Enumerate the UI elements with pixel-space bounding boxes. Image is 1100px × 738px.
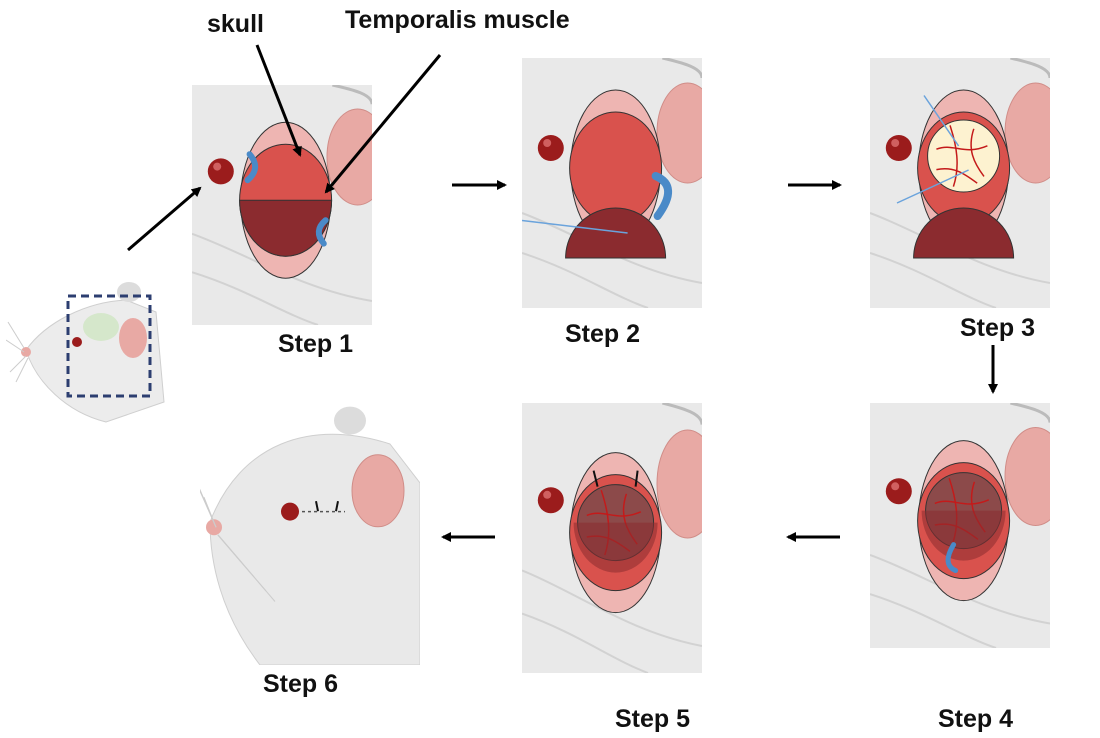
callout-line-temporalis: [326, 55, 440, 192]
arrow-overview-to-step1: [128, 188, 200, 250]
callout-line-skull: [257, 45, 300, 155]
